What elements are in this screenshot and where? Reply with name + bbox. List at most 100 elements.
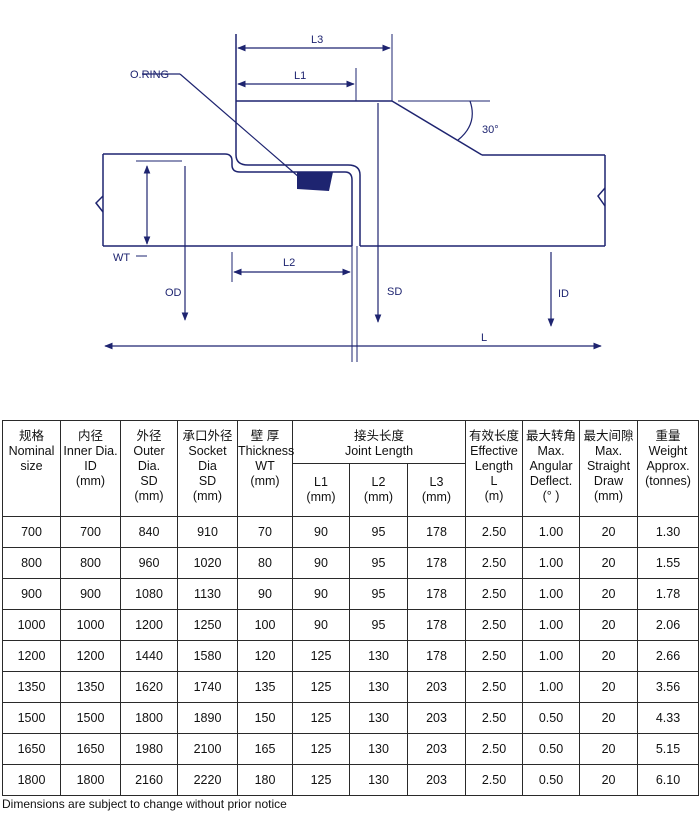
header-thickness: 壁 厚 Thickness WT (mm): [237, 420, 294, 517]
table-cell: 125: [292, 764, 350, 796]
table-cell: 1650: [60, 733, 121, 765]
table-cell: 1740: [177, 671, 238, 703]
label-l: L: [481, 332, 487, 344]
table-cell: 135: [237, 671, 293, 703]
table-cell: 1.00: [522, 671, 581, 703]
table-cell: 80: [237, 547, 293, 579]
table-cell: 700: [2, 516, 61, 548]
table-cell: 1130: [177, 578, 238, 610]
label-wt: WT: [113, 252, 130, 264]
table-cell: 1980: [120, 733, 178, 765]
socket-outline: [235, 34, 361, 246]
table-cell: 125: [292, 671, 350, 703]
pipe-joint-diagram: L3 L1 O.RING 30° WT L2 OD SD ID L: [95, 34, 606, 362]
table-cell: 20: [579, 547, 639, 579]
table-cell: 95: [349, 609, 408, 641]
table-cell: 1580: [177, 640, 238, 672]
table-cell: 800: [60, 547, 121, 579]
table-cell: 90: [292, 516, 350, 548]
table-cell: 5.15: [637, 733, 700, 765]
table-cell: 3.56: [637, 671, 700, 703]
header-joint-length: 接头长度 Joint Length: [291, 420, 467, 464]
table-cell: 1500: [2, 702, 61, 734]
table-cell: 1800: [60, 764, 121, 796]
table-cell: 178: [406, 547, 467, 579]
table-cell: 1350: [2, 671, 61, 703]
table-cell: 20: [579, 764, 639, 796]
table-cell: 95: [349, 516, 408, 548]
table-cell: 1200: [60, 640, 121, 672]
label-o-ring: O.RING: [130, 69, 169, 81]
table-cell: 1800: [120, 702, 178, 734]
table-cell: 1.00: [522, 609, 581, 641]
table-cell: 70: [237, 516, 293, 548]
table-cell: 125: [292, 733, 350, 765]
table-cell: 840: [120, 516, 178, 548]
header-l2: L2 (mm): [349, 463, 408, 517]
table-cell: 130: [349, 640, 408, 672]
label-l2: L2: [283, 257, 295, 269]
table-cell: 1.00: [522, 516, 581, 548]
table-cell: 2100: [177, 733, 238, 765]
table-cell: 2.50: [465, 702, 524, 734]
table-cell: 1200: [120, 609, 178, 641]
table-cell: 2.66: [637, 640, 700, 672]
disclaimer-note: Dimensions are subject to change without…: [2, 797, 287, 811]
label-l3: L3: [311, 34, 323, 46]
table-cell: 1200: [2, 640, 61, 672]
table-cell: 1000: [60, 609, 121, 641]
table-cell: 960: [120, 547, 178, 579]
table-cell: 6.10: [637, 764, 700, 796]
label-l1: L1: [294, 70, 306, 82]
table-cell: 178: [406, 516, 467, 548]
table-cell: 1.00: [522, 547, 581, 579]
table-cell: 178: [406, 609, 467, 641]
table-cell: 1.00: [522, 578, 581, 610]
table-cell: 2.06: [637, 609, 700, 641]
table-cell: 1250: [177, 609, 238, 641]
table-cell: 90: [292, 609, 350, 641]
table-cell: 120: [237, 640, 293, 672]
header-weight: 重量 Weight Approx. (tonnes): [637, 420, 700, 517]
table-cell: 125: [292, 702, 350, 734]
table-cell: 150: [237, 702, 293, 734]
table-cell: 20: [579, 640, 639, 672]
table-cell: 2.50: [465, 671, 524, 703]
table-cell: 1620: [120, 671, 178, 703]
header-row: 规格 Nominal size 内径 Inner Dia. ID (mm) 外径…: [2, 420, 700, 517]
spigot-outline: [103, 153, 353, 246]
table-cell: 203: [406, 702, 467, 734]
label-sd: SD: [387, 286, 402, 298]
table-cell: 1350: [60, 671, 121, 703]
table-cell: 1080: [120, 578, 178, 610]
table-cell: 130: [349, 733, 408, 765]
table-cell: 2220: [177, 764, 238, 796]
table-cell: 20: [579, 733, 639, 765]
table-cell: 1.78: [637, 578, 700, 610]
header-angular-deflect: 最大转角 Max. Angular Deflect. (° ): [522, 420, 581, 517]
table-cell: 1440: [120, 640, 178, 672]
table-cell: 2.50: [465, 578, 524, 610]
subheader-row: L1 (mm) L2 (mm) L3 (mm): [3, 463, 699, 517]
table-cell: 910: [177, 516, 238, 548]
table-cell: 90: [292, 578, 350, 610]
table-cell: 20: [579, 516, 639, 548]
table-cell: 203: [406, 733, 467, 765]
table-cell: 2.50: [465, 547, 524, 579]
table-cell: 90: [292, 547, 350, 579]
table-cell: 20: [579, 671, 639, 703]
table-cell: 20: [579, 578, 639, 610]
table-cell: 800: [2, 547, 61, 579]
table-cell: 165: [237, 733, 293, 765]
table-cell: 2.50: [465, 733, 524, 765]
table-cell: 90: [237, 578, 293, 610]
table-cell: 95: [349, 578, 408, 610]
table-cell: 1500: [60, 702, 121, 734]
o-ring-seal: [297, 172, 333, 191]
